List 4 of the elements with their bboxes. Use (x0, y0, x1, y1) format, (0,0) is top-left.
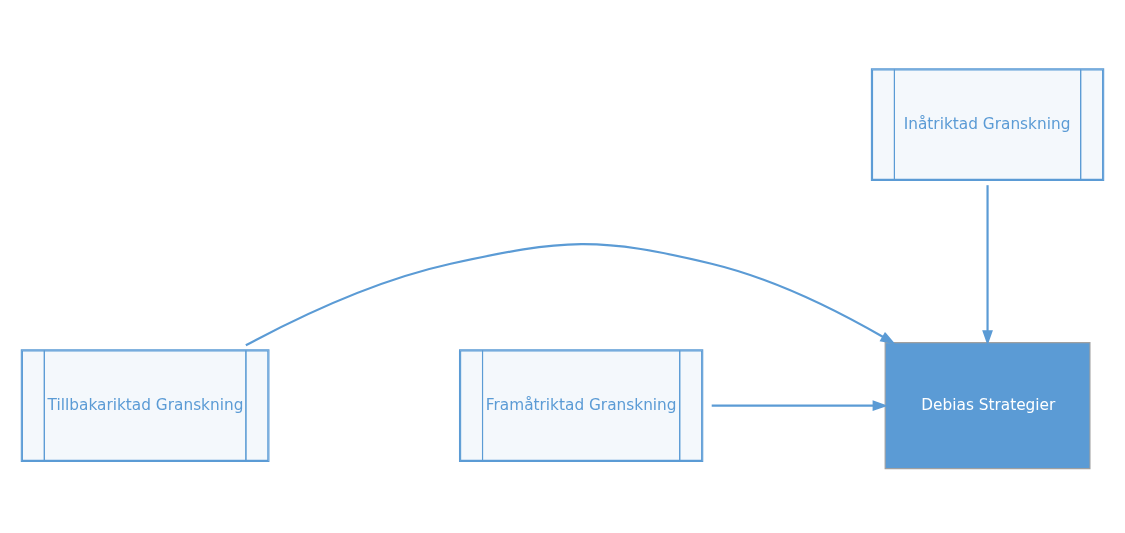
node-box: Debias Strategier (884, 342, 1091, 470)
arrow (245, 243, 896, 347)
arrow (711, 400, 888, 411)
arrow (982, 185, 993, 346)
